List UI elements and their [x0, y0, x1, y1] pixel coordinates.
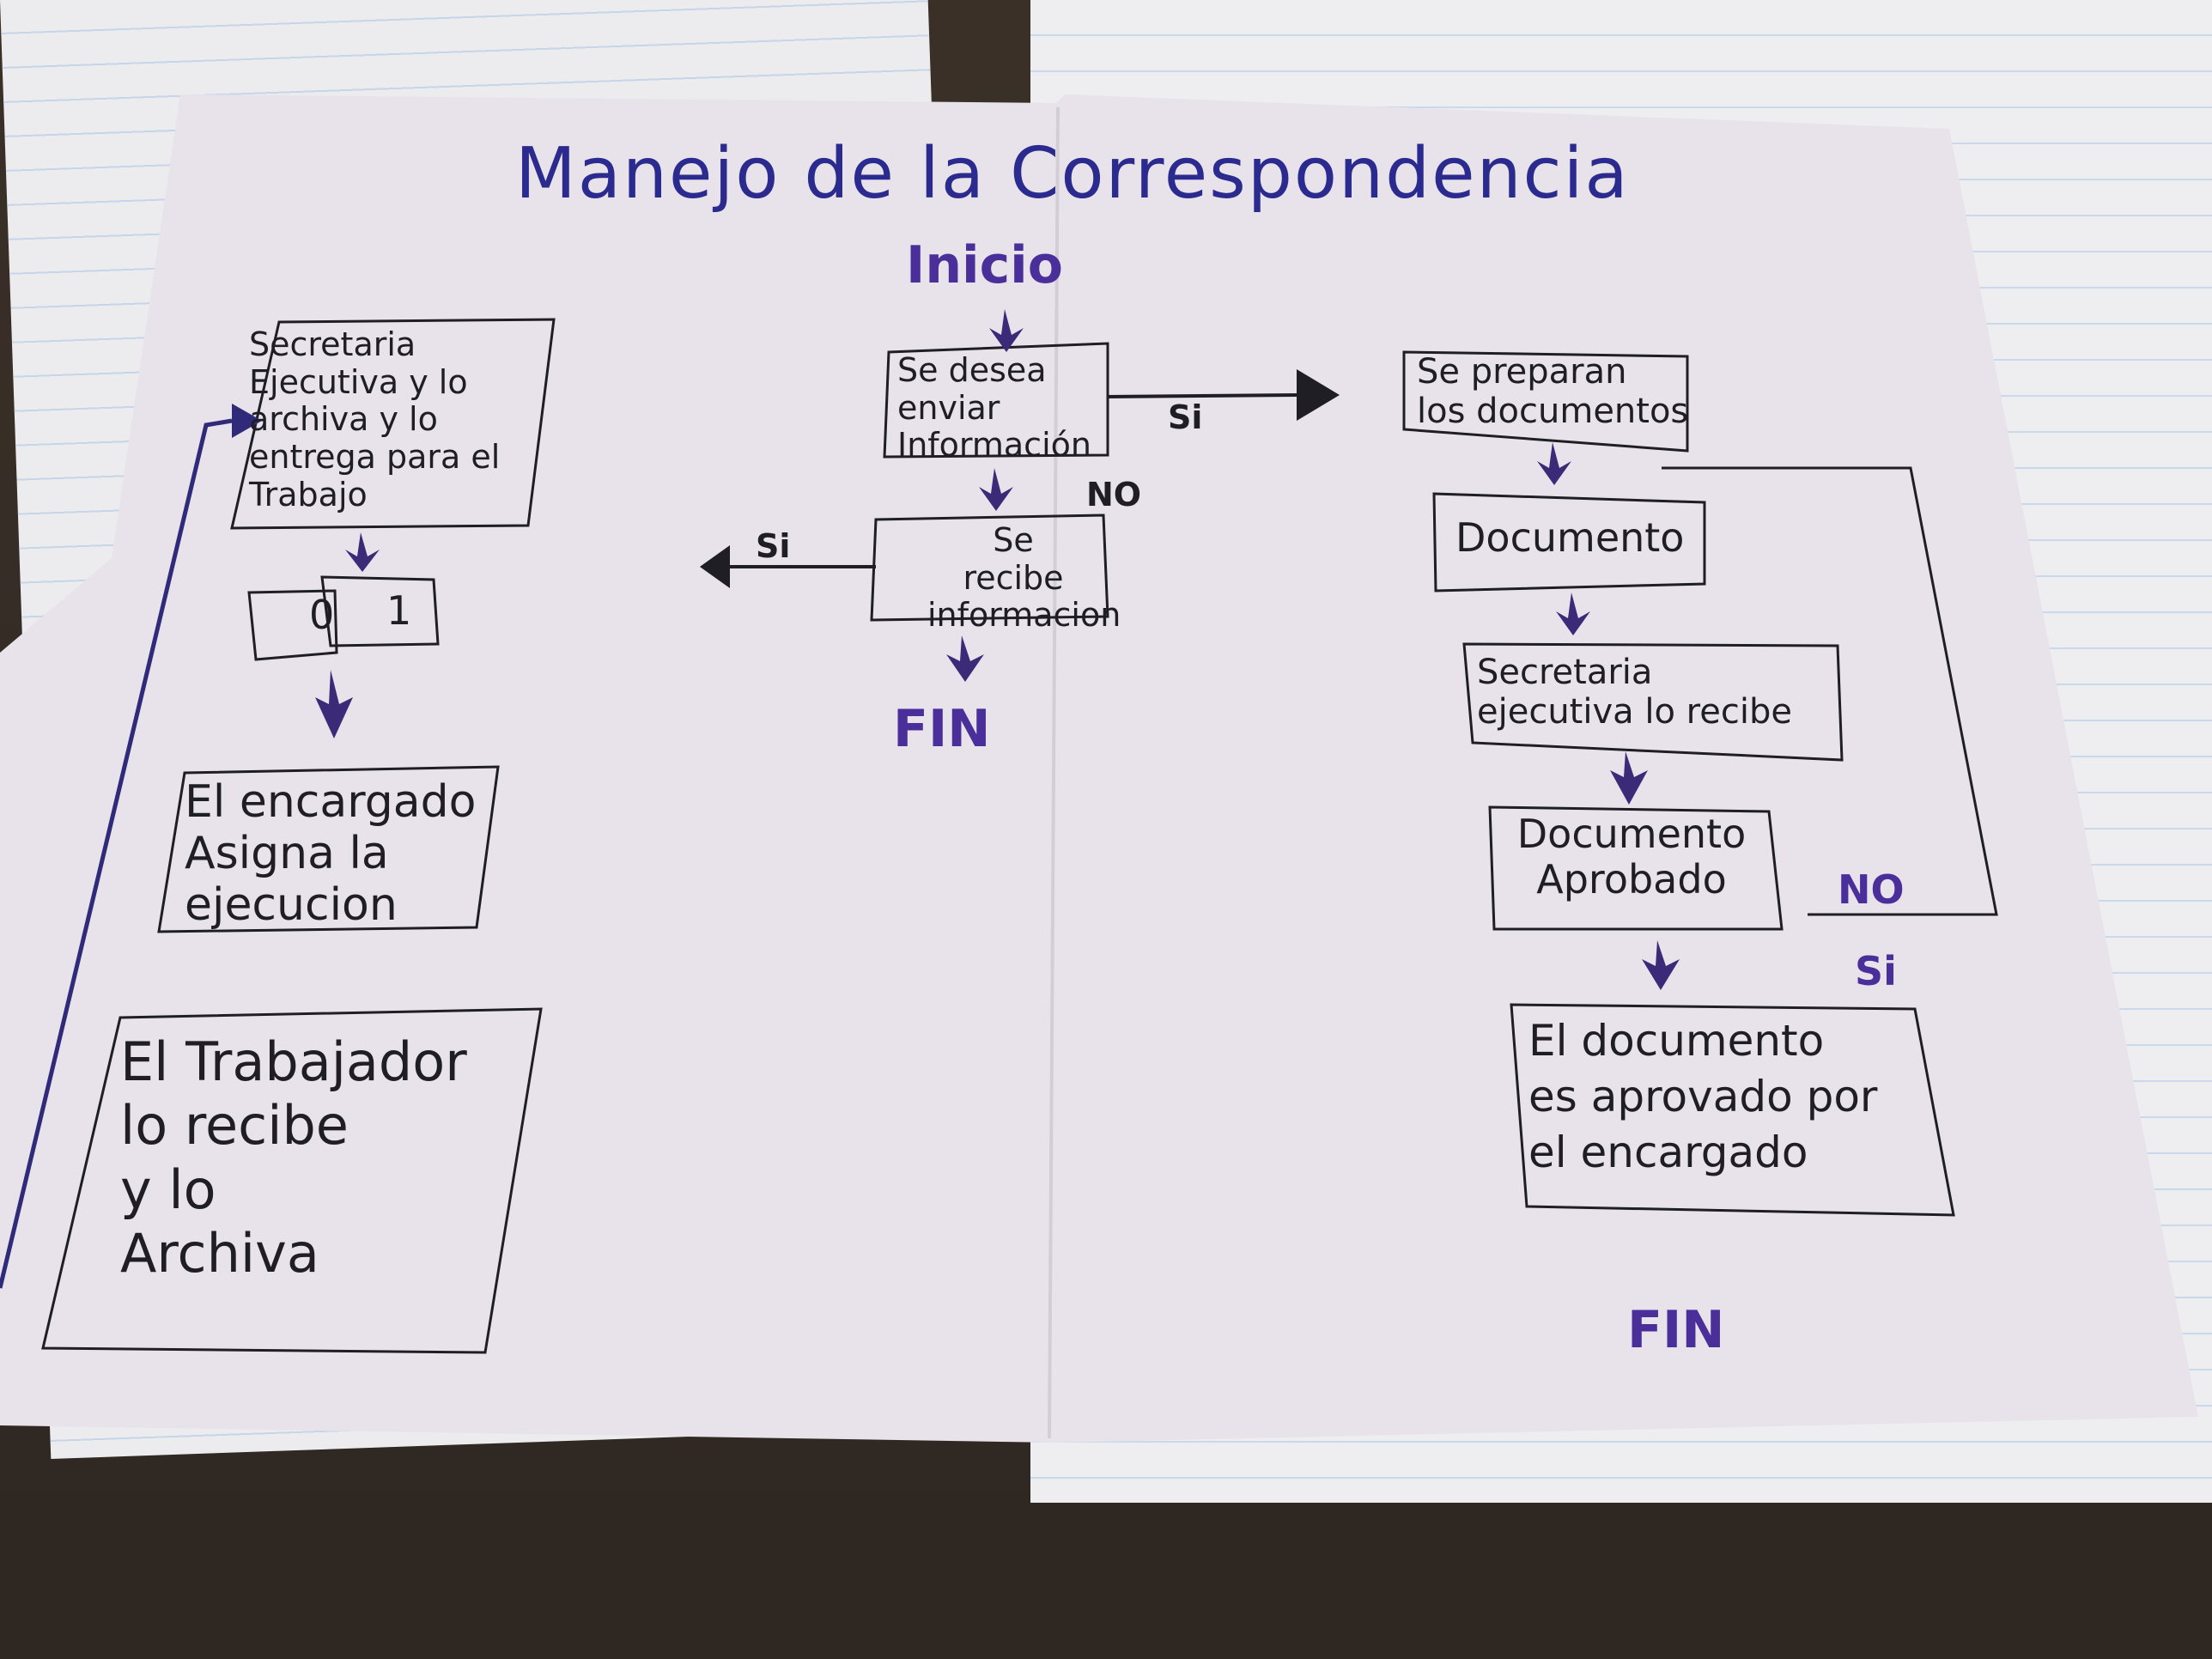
start-label: Inicio: [906, 235, 1063, 295]
label-no-center: NO: [1086, 476, 1142, 514]
right-box5-text: El documento es aprovado por el encargad…: [1528, 1016, 1878, 1177]
arrow-down-fin: [946, 635, 984, 682]
left-box2-value-0: 0: [309, 592, 335, 638]
right-box4-outline: [1488, 805, 1784, 931]
arrow-si-left-head: [700, 545, 730, 588]
left-box1-text: Secretaria Ejecutiva y lo archiva y lo e…: [249, 325, 501, 514]
return-line-arrowhead: [232, 404, 262, 438]
right-box2-text: Documento: [1455, 514, 1685, 561]
arrow-down-right-3: [1610, 751, 1648, 805]
left-box3-outline: [157, 765, 500, 933]
label-si-right-col: Si: [1855, 948, 1897, 994]
left-box2-value-1: 1: [386, 587, 412, 634]
decision-receive-text: Se recibe informacion: [927, 521, 1121, 635]
right-box5-outline: [1510, 1003, 1955, 1217]
right-box3-text: Secretaria ejecutiva lo recibe: [1477, 653, 1792, 732]
left-box2-outline-b: [320, 575, 440, 647]
arrow-down-2: [979, 468, 1013, 511]
arrow-down-left-2: [315, 670, 353, 738]
left-box4-outline: [41, 1007, 543, 1354]
left-box1-outline: [230, 318, 556, 530]
return-line-left: [0, 418, 233, 1289]
right-box4-text: Documento Aprobado: [1516, 811, 1747, 902]
left-box2-outline-a: [247, 589, 338, 661]
left-box4-text: El Trabajador lo recibe y lo Archiva: [120, 1030, 467, 1285]
label-no-right: NO: [1838, 866, 1905, 913]
end-label-center: FIN: [893, 699, 991, 759]
arrow-down-right-2: [1556, 592, 1590, 635]
center-decision-receive-outline: [870, 514, 1109, 622]
arrow-si-right-head: [1297, 369, 1340, 421]
diagram-title: Manejo de la Correspondencia: [515, 133, 1630, 215]
arrow-si-right-line: [1107, 393, 1297, 398]
right-box1-outline: [1402, 350, 1689, 453]
center-decision-send-outline: [883, 342, 1109, 459]
right-box1-text: Se preparan los documentos: [1417, 352, 1689, 431]
label-si-left: Si: [756, 527, 791, 565]
label-si-right: Si: [1168, 398, 1203, 436]
right-box3-outline: [1462, 642, 1844, 762]
decision-send-text: Se desea enviar Información: [897, 351, 1091, 465]
loop-no-line: [1662, 466, 1998, 916]
right-box2-outline: [1432, 492, 1706, 592]
left-box3-text: El encargado Asigna la ejecucion: [185, 776, 477, 931]
end-label-right: FIN: [1627, 1300, 1725, 1360]
arrow-down-right-1: [1537, 442, 1571, 485]
arrow-down-1: [989, 309, 1024, 352]
arrow-down-right-4: [1642, 940, 1680, 990]
arrow-down-left-1: [345, 532, 380, 572]
